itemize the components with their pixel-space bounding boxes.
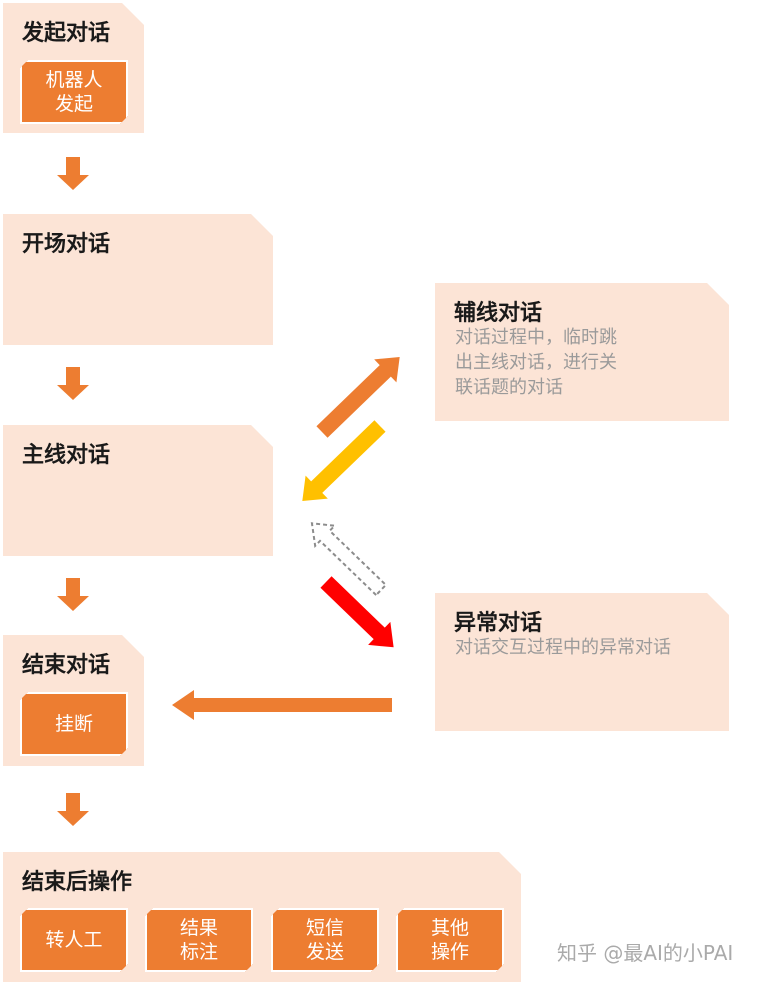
sms-send-chip[interactable]: 短信 发送 [271, 908, 379, 972]
other-ops-chip[interactable]: 其他 操作 [396, 908, 504, 972]
desc-line: 对话交互过程中的异常对话 [455, 637, 671, 658]
chip-line: 机器人 [45, 69, 103, 91]
main-title: 主线对话 [22, 443, 111, 468]
abnormal-description: 对话交互过程中的异常对话 [455, 635, 671, 660]
start-box: 发起对话 机器人 发起 [3, 3, 144, 133]
chip-line: 标注 [179, 941, 218, 963]
result-label-chip[interactable]: 结果 标注 [145, 908, 253, 972]
arrow-down-1 [57, 157, 89, 190]
abnormal-box: 异常对话 对话交互过程中的异常对话 [435, 593, 729, 731]
end-title: 结束对话 [22, 653, 111, 678]
arrow-down-4 [57, 793, 89, 826]
side-title: 辅线对话 [454, 301, 543, 326]
main-box: 主线对话 [3, 425, 273, 556]
arrow-left-abnormal-to-end [172, 690, 392, 720]
chip-line: 发送 [305, 941, 344, 963]
chip-line: 其他 [430, 917, 469, 939]
opening-title: 开场对话 [22, 232, 111, 257]
watermark: 知乎 @最AI的小PAI [557, 941, 734, 965]
hangup-chip[interactable]: 挂断 [20, 692, 128, 756]
arrow-down-2 [57, 367, 89, 400]
arrow-down-3 [57, 578, 89, 611]
transfer-human-chip[interactable]: 转人工 [20, 908, 128, 972]
start-title: 发起对话 [22, 21, 111, 46]
arrow-main-to-side [316, 356, 400, 438]
chip-line: 转人工 [45, 929, 103, 951]
chip-line: 结果 [179, 917, 218, 939]
desc-line: 联话题的对话 [455, 377, 563, 398]
abnormal-title: 异常对话 [454, 611, 543, 636]
arrow-abnormal-to-main-dashed [310, 522, 388, 597]
desc-line: 出主线对话，进行关 [455, 352, 617, 373]
side-description: 对话过程中，临时跳 出主线对话，进行关 联话题的对话 [455, 325, 617, 400]
opening-box: 开场对话 [3, 214, 273, 345]
arrow-main-to-abnormal [320, 576, 394, 648]
arrow-side-to-main [302, 420, 386, 502]
chip-line: 挂断 [54, 713, 93, 735]
chip-line: 操作 [430, 941, 469, 963]
desc-line: 对话过程中，临时跳 [455, 327, 617, 348]
side-box: 辅线对话 对话过程中，临时跳 出主线对话，进行关 联话题的对话 [435, 283, 729, 421]
post-box: 结束后操作 转人工 结果 标注 短信 发送 其他 操作 [3, 852, 521, 982]
robot-initiate-chip[interactable]: 机器人 发起 [20, 60, 128, 124]
chip-line: 发起 [54, 93, 93, 115]
chip-line: 短信 [305, 917, 344, 939]
post-title: 结束后操作 [22, 870, 133, 895]
end-box: 结束对话 挂断 [3, 635, 144, 766]
